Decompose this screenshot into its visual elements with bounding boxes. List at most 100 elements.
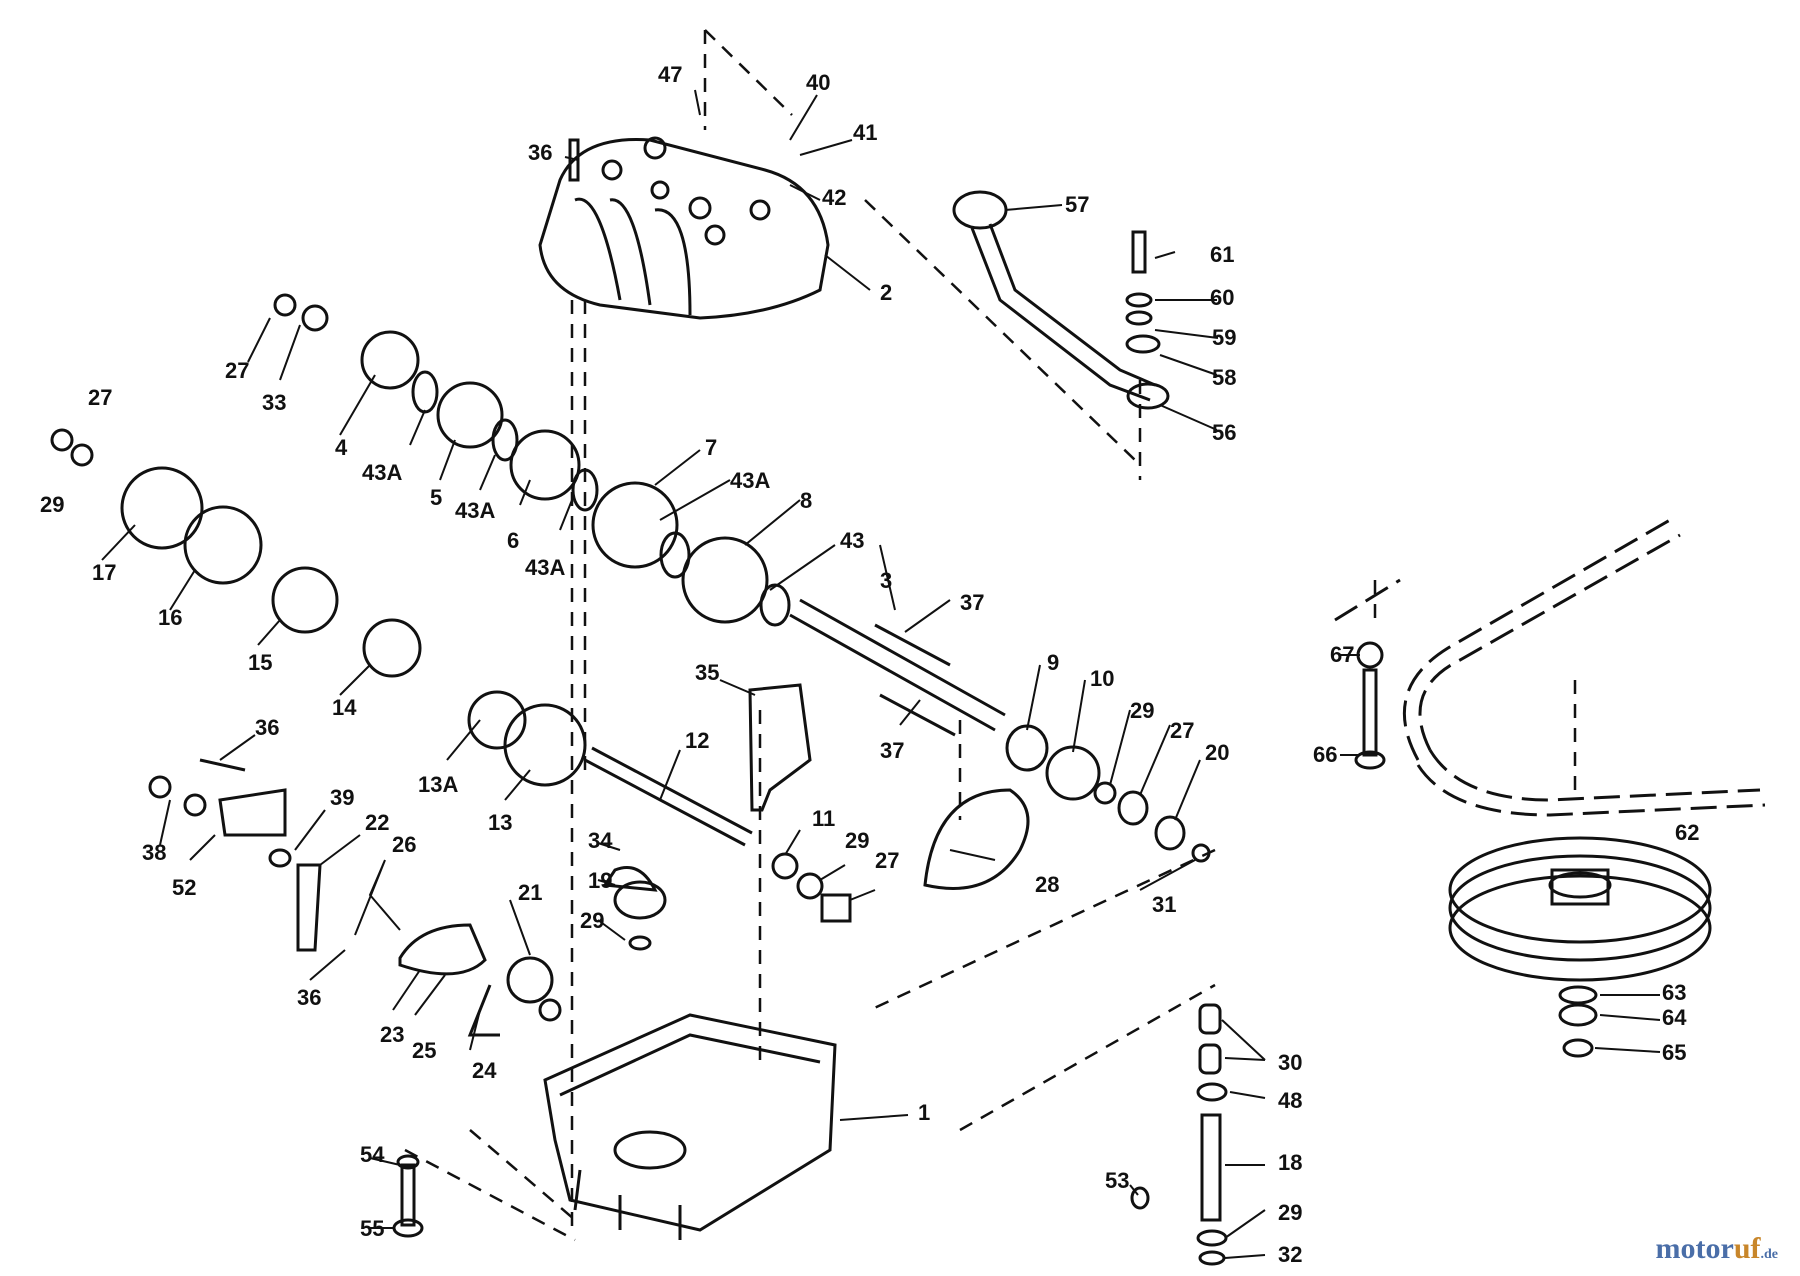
- part-label-16: 16: [158, 605, 182, 630]
- part-label-36: 36: [255, 715, 279, 740]
- motoruf-watermark: motoruf.de: [1656, 1232, 1778, 1266]
- part-label-17: 17: [92, 560, 116, 585]
- part-label-7: 7: [705, 435, 717, 460]
- part-label-58: 58: [1212, 365, 1236, 390]
- part-label-38: 38: [142, 840, 166, 865]
- part-label-29: 29: [1130, 698, 1154, 723]
- lever-bolt-stack: [1125, 230, 1161, 354]
- part-label-27: 27: [225, 358, 249, 383]
- linkage-parts: [148, 758, 562, 1037]
- lower-housing: [543, 1013, 837, 1240]
- part-label-29: 29: [845, 828, 869, 853]
- part-label-21: 21: [518, 880, 542, 905]
- part-label-66: 66: [1313, 742, 1337, 767]
- part-label-23: 23: [380, 1022, 404, 1047]
- part-label-63: 63: [1662, 980, 1686, 1005]
- part-label-13: 13: [488, 810, 512, 835]
- part-label-43a: 43A: [455, 498, 495, 523]
- part-label-30: 30: [1278, 1050, 1302, 1075]
- part-label-12: 12: [685, 728, 709, 753]
- part-label-8: 8: [800, 488, 812, 513]
- part-label-24: 24: [472, 1058, 497, 1083]
- upper-housing-cover: [538, 136, 830, 320]
- main-shaft: [789, 598, 1006, 737]
- part-label-36: 36: [297, 985, 321, 1010]
- gear-set: [50, 293, 791, 787]
- part-label-34: 34: [588, 828, 613, 853]
- part-label-52: 52: [172, 875, 196, 900]
- part-label-48: 48: [1278, 1088, 1302, 1113]
- part-label-42: 42: [822, 185, 846, 210]
- part-label-35: 35: [695, 660, 719, 685]
- part-label-62: 62: [1675, 820, 1699, 845]
- part-label-37: 37: [960, 590, 984, 615]
- part-label-26: 26: [392, 832, 416, 857]
- part-label-22: 22: [365, 810, 389, 835]
- drive-pulley: [1448, 836, 1712, 982]
- part-label-15: 15: [248, 650, 272, 675]
- part-label-1: 1: [918, 1100, 930, 1125]
- watermark-part3: .de: [1760, 1247, 1779, 1262]
- part-label-43: 43: [840, 528, 864, 553]
- assembly-guide-lines: [404, 29, 1577, 1242]
- watermark-part1: motor: [1655, 1232, 1734, 1265]
- part-label-32: 32: [1278, 1242, 1302, 1267]
- part-label-36: 36: [528, 140, 552, 165]
- part-label-55: 55: [360, 1216, 384, 1241]
- part-label-61: 61: [1210, 242, 1234, 267]
- part-label-10: 10: [1090, 666, 1114, 691]
- part-label-41: 41: [853, 120, 877, 145]
- part-label-67: 67: [1330, 642, 1354, 667]
- part-label-43a: 43A: [525, 555, 565, 580]
- part-label-25: 25: [412, 1038, 436, 1063]
- part-label-43a: 43A: [362, 460, 402, 485]
- drive-components: [602, 724, 1211, 951]
- idler-bolt: [1354, 641, 1386, 770]
- part-label-14: 14: [332, 695, 357, 720]
- part-label-39: 39: [330, 785, 354, 810]
- part-label-54: 54: [360, 1142, 385, 1167]
- output-shaft-stack: [1130, 1003, 1228, 1266]
- part-label-4: 4: [335, 435, 348, 460]
- part-label-9: 9: [1047, 650, 1059, 675]
- drain-bolt: [392, 1154, 424, 1238]
- part-label-65: 65: [1662, 1040, 1686, 1065]
- worm-shaft: [584, 746, 753, 847]
- part-label-57: 57: [1065, 192, 1089, 217]
- shift-fork: [748, 683, 812, 812]
- part-label-43a: 43A: [730, 468, 770, 493]
- part-label-40: 40: [806, 70, 830, 95]
- part-label-27: 27: [88, 385, 112, 410]
- part-label-59: 59: [1212, 325, 1236, 350]
- part-label-5: 5: [430, 485, 442, 510]
- part-label-6: 6: [507, 528, 519, 553]
- pulley-washers: [1558, 985, 1598, 1058]
- part-label-53: 53: [1105, 1168, 1129, 1193]
- part-label-13a: 13A: [418, 772, 458, 797]
- part-label-37: 37: [880, 738, 904, 763]
- part-label-18: 18: [1278, 1150, 1302, 1175]
- part-label-28: 28: [1035, 872, 1059, 897]
- part-label-19: 19: [588, 868, 612, 893]
- part-label-2: 2: [880, 280, 892, 305]
- part-label-20: 20: [1205, 740, 1229, 765]
- part-label-27: 27: [1170, 718, 1194, 743]
- part-label-64: 64: [1662, 1005, 1687, 1030]
- leader-lines: [101, 89, 1661, 1259]
- watermark-part2: uf: [1733, 1232, 1761, 1265]
- part-label-56: 56: [1212, 420, 1236, 445]
- part-label-33: 33: [262, 390, 286, 415]
- part-label-60: 60: [1210, 285, 1234, 310]
- part-label-27: 27: [875, 848, 899, 873]
- part-label-3: 3: [880, 568, 892, 593]
- shift-lever: [952, 190, 1170, 410]
- part-label-29: 29: [1278, 1200, 1302, 1225]
- part-label-29: 29: [40, 492, 64, 517]
- part-label-11: 11: [812, 806, 835, 831]
- part-label-29: 29: [580, 908, 604, 933]
- drive-belt: [1334, 518, 1766, 817]
- part-label-47: 47: [658, 62, 682, 87]
- part-label-31: 31: [1152, 892, 1176, 917]
